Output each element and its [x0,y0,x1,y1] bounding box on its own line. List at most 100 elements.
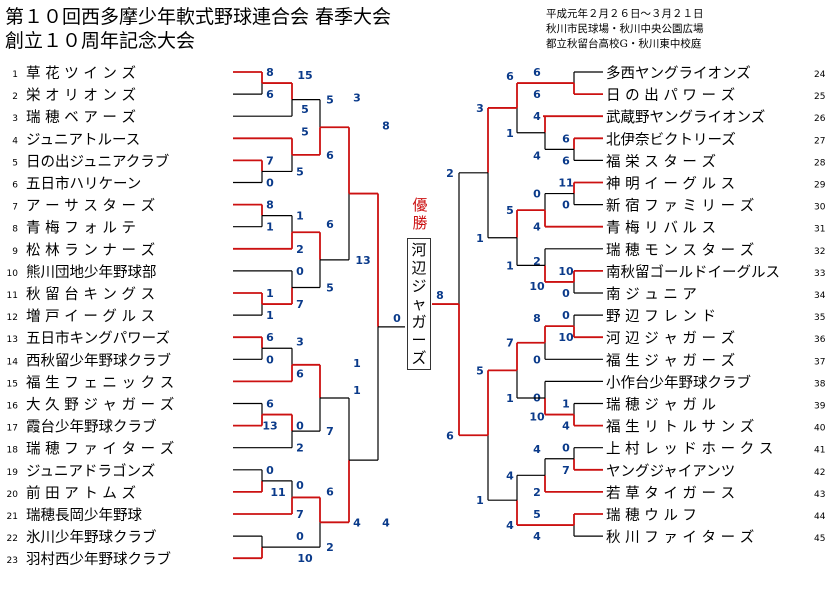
right-team-name: 河 辺 ジ ャ ガ ー ズ [606,330,735,347]
right-team-number: 29 [814,181,826,191]
left-team-name: 五日市キングパワーズ [26,330,170,347]
left-team-number: 5 [12,158,18,168]
score-label: 2 [446,167,454,180]
left-team-name: ジュニアトルース [26,132,140,148]
score-label: 6 [446,429,454,442]
right-team-number: 45 [814,534,825,544]
score-label: 4 [382,516,390,529]
score-label: 6 [326,485,334,498]
left-team-number: 15 [7,379,18,389]
score-label: 15 [297,69,312,82]
score-label: 2 [533,486,541,499]
score-label: 7 [266,154,274,167]
score-label: 2 [296,243,304,256]
left-team-number: 4 [12,136,18,146]
score-label: 7 [562,464,570,477]
left-team-number: 11 [7,291,18,301]
left-team-number: 3 [12,114,18,124]
right-team-name: 神 明 イ ー グ ル ス [606,176,735,193]
score-label: 6 [266,88,274,101]
score-label: 0 [533,353,541,366]
left-team-name: 増 戸 イ ー グ ル ス [26,308,155,325]
score-label: 1 [353,357,361,370]
left-team-name: 熊川団地少年野球部 [26,264,157,281]
score-label: 0 [296,265,304,278]
right-team-number: 43 [814,490,825,500]
score-label: 0 [296,530,304,543]
score-label: 4 [533,443,541,456]
score-label: 1 [476,494,484,507]
score-label: 5 [476,364,484,377]
score-label: 6 [533,88,541,101]
score-label: 8 [266,66,274,79]
score-label: 4 [533,221,541,234]
left-team-number: 6 [12,181,18,191]
final-score-left: 0 [393,312,401,325]
score-label: 6 [266,398,274,411]
right-team-number: 24 [814,70,826,80]
left-team-number: 23 [7,556,18,566]
left-team-number: 17 [7,424,18,434]
left-team-name: 羽村西少年野球クラブ [26,550,171,568]
champion-label: 優勝 [412,196,428,232]
score-label: 1 [562,398,570,411]
score-label: 1 [353,384,361,397]
right-team-number: 33 [814,269,825,279]
right-team-number: 35 [814,313,825,323]
right-team-number: 25 [814,92,825,102]
right-team-number: 34 [814,291,826,301]
left-team-name: 瑞 穂 ベ ア ー ズ [26,109,136,126]
score-label: 3 [296,335,304,348]
right-team-number: 38 [814,379,826,389]
score-label: 4 [533,149,541,162]
score-label: 0 [533,188,541,201]
score-label: 2 [296,442,304,455]
score-label: 4 [506,519,514,532]
left-team-number: 19 [7,468,19,478]
left-team-name: 西秋留少年野球クラブ [26,351,171,369]
score-label: 13 [262,420,277,433]
right-team-number: 27 [814,136,825,146]
left-team-name: ア ー サ ス タ ー ズ [26,198,155,215]
score-label: 11 [270,486,285,499]
right-team-name: ヤングジャイアンツ [606,463,735,480]
score-label: 6 [266,331,274,344]
right-team-number: 41 [814,446,825,456]
left-team-name: 瑞 穂 フ ァ イ タ ー ズ [26,441,174,458]
score-label: 5 [506,204,514,217]
right-team-number: 37 [814,357,825,367]
right-team-name: 青 梅 リ バ ル ス [606,220,716,237]
score-label: 4 [353,516,361,529]
right-team-number: 42 [814,468,825,478]
right-team-number: 32 [814,247,825,257]
left-team-name: 大 久 野 ジ ャ ガ ー ズ [26,397,174,414]
score-label: 10 [529,411,545,424]
left-team-number: 18 [7,446,19,456]
score-label: 0 [266,353,274,366]
score-label: 5 [296,165,304,178]
score-label: 1 [476,232,484,245]
score-label: 0 [562,442,570,455]
score-label: 10 [529,280,545,293]
right-team-name: 福 栄 ス タ ー ズ [606,153,716,170]
right-team-name: 瑞 穂 モ ン ス タ ー ズ [606,242,754,259]
left-team-name: 五日市ハリケーン [26,176,141,193]
left-team-name: ジュニアドラゴンズ [26,462,155,480]
score-label: 0 [296,420,304,433]
left-team-number: 22 [7,534,18,544]
left-team-number: 7 [12,203,18,213]
score-label: 6 [562,132,570,145]
right-team-number: 40 [814,424,826,434]
score-label: 10 [558,265,574,278]
score-label: 1 [266,221,274,234]
right-team-number: 26 [814,114,826,124]
left-team-number: 21 [7,512,18,522]
score-label: 7 [326,425,334,438]
right-team-name: 福 生 ジ ャ ガ ー ズ [606,352,735,369]
score-label: 4 [506,469,514,482]
right-team-name: 福 生 リ ト ル サ ン ズ [606,419,754,436]
score-label: 5 [326,281,334,294]
score-label: 6 [326,149,334,162]
right-team-name: 日 の 出 パ ワ ー ズ [606,87,735,104]
